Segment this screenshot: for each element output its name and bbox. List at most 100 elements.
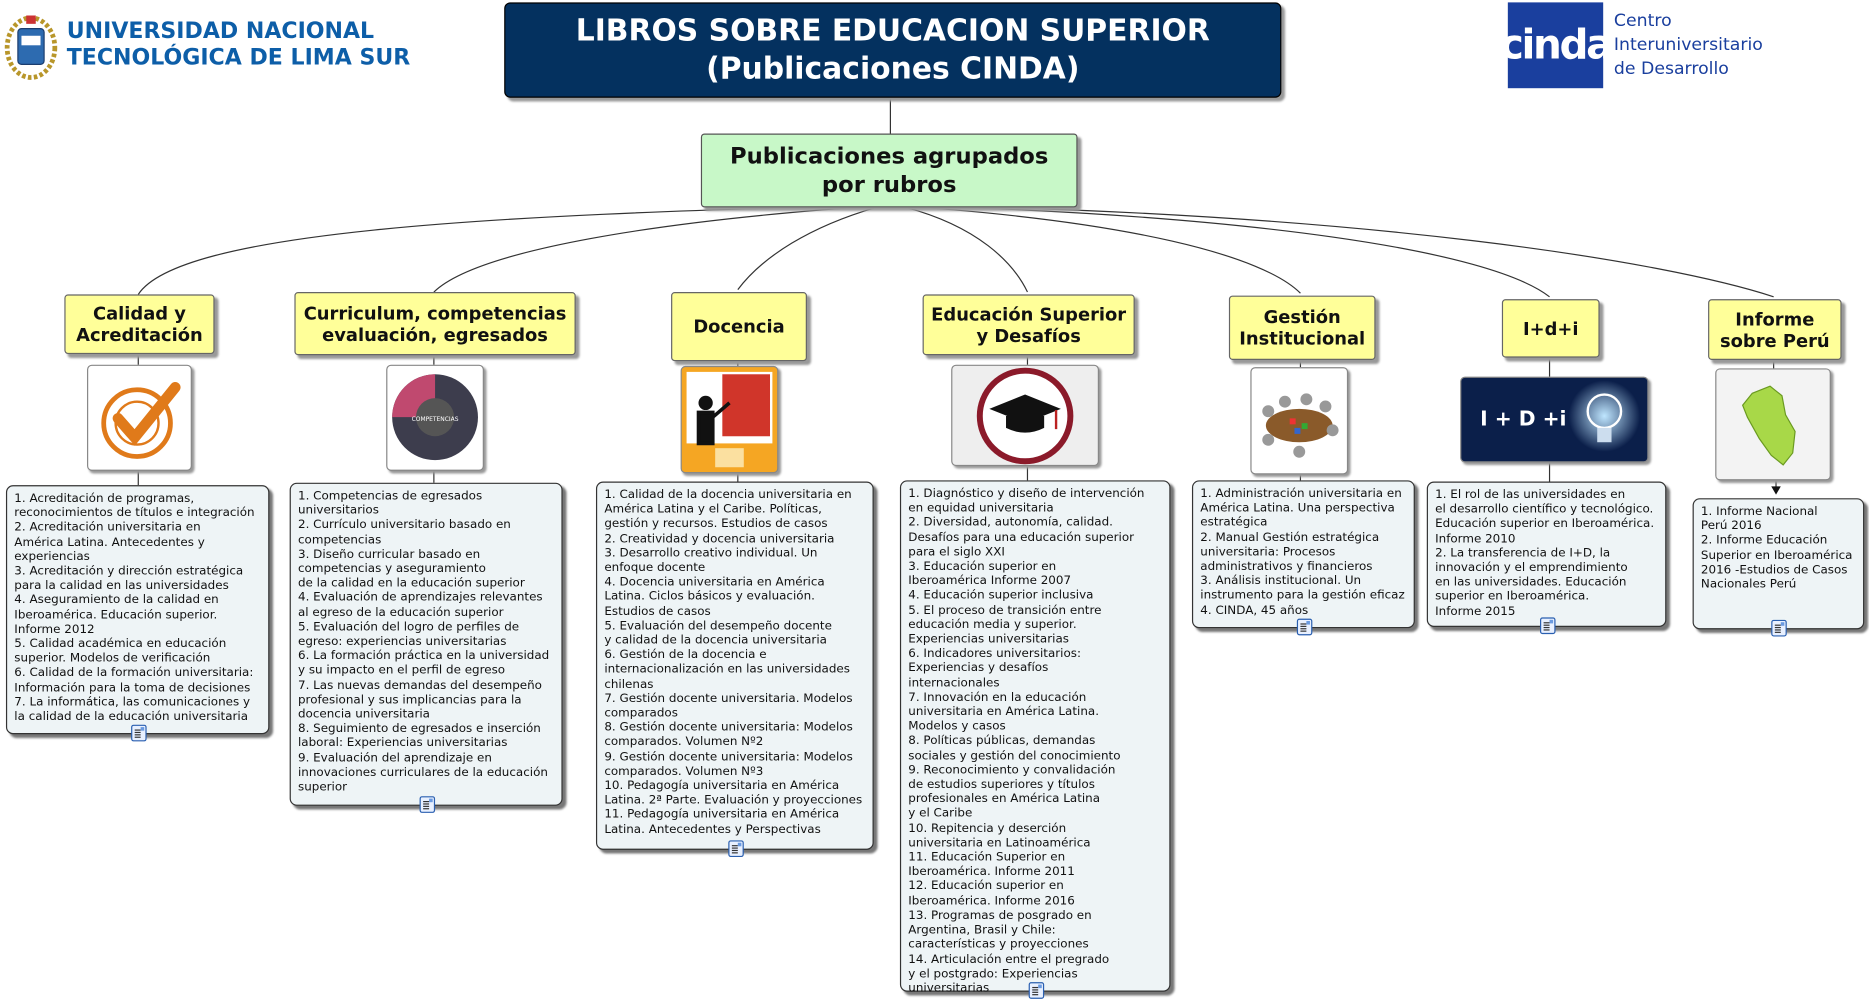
list-item: 10. Pedagogía universitaria en América L… — [604, 779, 863, 808]
list-item: 8. Gestión docente universitaria: Modelo… — [604, 721, 853, 750]
list-item: 2. Informe Educación Superior en Iberoam… — [1700, 534, 1853, 592]
central-node-line2: por rubros — [821, 171, 957, 198]
list-item: 1. Acreditación de programas, reconocimi… — [14, 492, 255, 520]
central-node-line1: Publicaciones agrupados — [730, 143, 1049, 170]
list-item: 4. Docencia universitaria en América Lat… — [604, 575, 825, 619]
list-gestion-institucional: 1. Administración universitaria en Améri… — [1191, 480, 1415, 636]
connector-5 — [887, 204, 1301, 294]
list-item: 10. Repitencia y deserción universitaria… — [908, 822, 1091, 850]
list-item: 4. Evaluación de aprendizajes relevantes… — [297, 591, 543, 620]
cinda-logo: cinda Centro Interuniversitario de Desar… — [1500, 2, 1782, 89]
list-item: 11. Pedagogía universitaria en América L… — [604, 808, 840, 837]
note-attachment-icon[interactable] — [130, 724, 147, 742]
connector-4 — [905, 206, 1029, 293]
list-idi: 1. El rol de las universidades en el des… — [1426, 481, 1667, 635]
list-item: 3. Diseño curricular basado en competenc… — [297, 548, 525, 591]
list-item: 6. Gestión de la docencia e internaciona… — [604, 648, 850, 691]
note-attachment-icon[interactable] — [1028, 982, 1044, 999]
list-item: 9. Reconocimiento y convalidación de est… — [908, 763, 1116, 821]
competencias-wheel-icon: COMPETENCIAS — [386, 364, 484, 471]
category-docencia[interactable]: Docencia — [671, 292, 807, 362]
list-item: 2. Currículo universitario basado en com… — [297, 518, 511, 547]
list-calidad-acreditacion: 1. Acreditación de programas, reconocimi… — [5, 485, 270, 742]
untels-logo: UNIVERSIDAD NACIONAL TECNOLÓGICA DE LIMA… — [0, 10, 410, 82]
idi-banner-text: I + D +i — [1480, 407, 1566, 431]
list-item: 2. La transferencia de I+D, la innovació… — [1435, 546, 1628, 619]
list-item: 11. Educación Superior en Iberoamérica. … — [908, 851, 1075, 879]
list-item: 13. Programas de posgrado en Argentina, … — [908, 909, 1092, 952]
cinda-mark: cinda — [1500, 2, 1614, 89]
category-curriculum[interactable]: Curriculum, competencias evaluación, egr… — [294, 292, 576, 356]
list-item: 2. Creatividad y docencia universitaria — [604, 532, 835, 546]
list-item: 5. Evaluación del desempeño docente y ca… — [604, 619, 832, 648]
list-item: 2. Acreditación universitaria en América… — [14, 521, 205, 564]
list-item: 4. Educación superior inclusiva — [908, 589, 1094, 603]
list-item: 8. Seguimiento de egresados e inserción … — [297, 722, 541, 751]
list-item: 1. Calidad de la docencia universitaria … — [604, 488, 852, 531]
list-item: 9. Evaluación del aprendizaje en innovac… — [297, 751, 548, 794]
connector-3 — [737, 206, 877, 291]
page-title: LIBROS SOBRE EDUCACION SUPERIOR (Publica… — [504, 2, 1282, 98]
list-item: 14. Articulación entre el pregrado y el … — [908, 952, 1110, 996]
category-idi[interactable]: I+d+i — [1501, 299, 1600, 358]
list-item: 7. Innovación en la educación universita… — [908, 691, 1100, 734]
list-item: 7. Gestión docente universitaria. Modelo… — [604, 692, 853, 720]
list-item: 5. El proceso de transición entre educac… — [908, 603, 1102, 647]
arrow-head — [1771, 486, 1781, 495]
university-name-line1: UNIVERSIDAD NACIONAL — [66, 19, 375, 45]
list-item: 12. Educación superior en Iberoamérica. … — [908, 880, 1075, 908]
note-attachment-icon[interactable] — [1771, 619, 1787, 637]
connector-7 — [888, 204, 1774, 298]
list-item: 1. Competencias de egresados universitar… — [297, 489, 483, 518]
list-informe-peru: 1. Informe Nacional Perú 2016 2. Informe… — [1692, 498, 1865, 637]
quality-approved-icon — [87, 364, 192, 471]
list-item: 5. Evaluación del logro de perfiles de e… — [297, 620, 520, 649]
connector-2 — [433, 204, 889, 293]
list-item: 2. Manual Gestión estratégica universita… — [1200, 531, 1380, 574]
title-line2: (Publicaciones CINDA) — [706, 51, 1080, 86]
university-name-line2: TECNOLÓGICA DE LIMA SUR — [66, 45, 411, 71]
list-item: 3. Análisis institucional. Un instrument… — [1200, 574, 1405, 603]
list-item: 7. La informática, las comunicaciones y … — [14, 695, 251, 724]
graduation-cap-icon — [951, 364, 1099, 467]
list-item: 4. CINDA, 45 años — [1200, 603, 1309, 617]
list-item: 3. Educación superior en Iberoamérica In… — [908, 560, 1072, 588]
central-node[interactable]: Publicaciones agrupados por rubros — [700, 133, 1078, 208]
list-curriculum: 1. Competencias de egresados universitar… — [289, 482, 563, 813]
list-item: 4. Aseguramiento de la calidad en Iberoa… — [14, 594, 219, 637]
competencias-label: COMPETENCIAS — [412, 416, 459, 423]
list-item: 8. Políticas públicas, demandas sociales… — [908, 734, 1121, 763]
list-item: 2. Diversidad, autonomía, calidad. Desaf… — [908, 516, 1135, 559]
category-educacion-superior[interactable]: Educación Superior y Desafíos — [922, 294, 1135, 356]
list-item: 5. Calidad académica en educación superi… — [14, 637, 227, 666]
note-attachment-icon[interactable] — [1296, 618, 1312, 636]
list-item: 3. Acreditación y dirección estratégica … — [14, 565, 244, 593]
list-item: 9. Gestión docente universitaria: Modelo… — [604, 750, 853, 779]
list-item: 6. La formación práctica en la universid… — [297, 649, 550, 678]
list-item: 6. Calidad de la formación universitaria… — [14, 666, 254, 695]
list-docencia: 1. Calidad de la docencia universitaria … — [595, 481, 874, 858]
lightbulb-banner-icon: I + D +i — [1460, 376, 1649, 463]
list-item: 3. Desarrollo creativo individual. Un en… — [604, 546, 818, 575]
university-name: UNIVERSIDAD NACIONAL TECNOLÓGICA DE LIMA… — [67, 19, 410, 71]
list-item: 7. Las nuevas demandas del desempeño pro… — [297, 678, 542, 722]
note-attachment-icon[interactable] — [727, 840, 744, 858]
list-item: 1. Administración universitaria en Améri… — [1200, 487, 1402, 530]
list-educacion-superior: 1. Diagnóstico y diseño de intervención … — [899, 480, 1171, 999]
peru-map-icon — [1715, 368, 1831, 481]
note-attachment-icon[interactable] — [418, 796, 435, 813]
note-attachment-icon[interactable] — [1539, 617, 1555, 635]
category-calidad-acreditacion[interactable]: Calidad y Acreditación — [64, 294, 215, 355]
university-crest-icon — [4, 15, 58, 80]
connector-6 — [887, 204, 1550, 298]
title-line1: LIBROS SOBRE EDUCACION SUPERIOR — [575, 13, 1210, 48]
category-gestion-institucional[interactable]: Gestión Institucional — [1228, 295, 1376, 360]
teacher-board-icon — [680, 365, 779, 474]
cinda-name: Centro Interuniversitario de Desarrollo — [1613, 11, 1763, 79]
meeting-table-icon — [1250, 367, 1349, 475]
list-item: 1. El rol de las universidades en el des… — [1435, 488, 1655, 546]
category-informe-peru[interactable]: Informe sobre Perú — [1708, 299, 1842, 360]
list-item: 1. Informe Nacional Perú 2016 — [1700, 505, 1818, 534]
